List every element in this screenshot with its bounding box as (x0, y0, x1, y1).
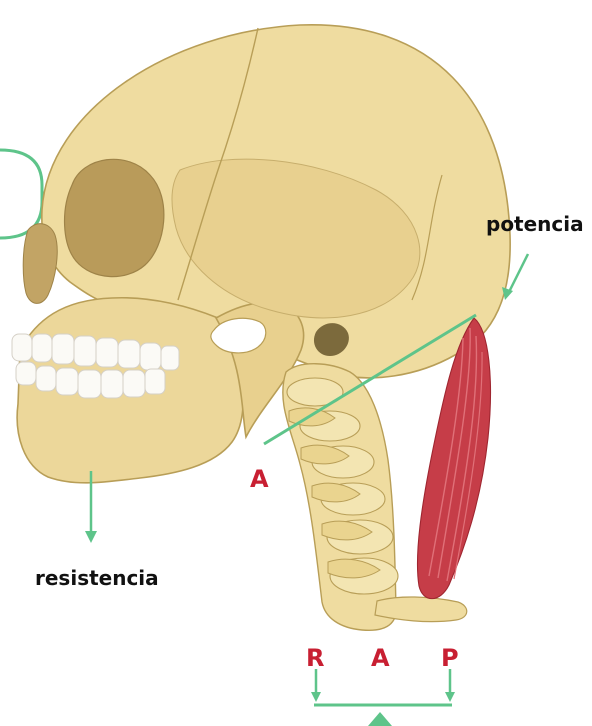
tooth (140, 343, 161, 370)
tooth (96, 338, 118, 367)
potencia-arrow-line (508, 254, 528, 294)
eye-socket (65, 159, 164, 276)
tooth (78, 370, 101, 398)
nasal-cavity (23, 224, 57, 304)
tooth (118, 340, 140, 368)
r-arrowhead-icon (311, 692, 321, 702)
tooth (52, 334, 74, 364)
tooth (145, 369, 165, 394)
tooth (101, 370, 123, 398)
tooth (74, 336, 96, 366)
tooth (36, 366, 56, 391)
tooth (123, 370, 145, 397)
resistencia-arrowhead-icon (85, 531, 97, 543)
tooth (16, 362, 36, 385)
lever-p-label: P (441, 644, 459, 672)
p-arrowhead-icon (445, 692, 455, 702)
lever-a-label: A (371, 644, 390, 672)
fulcrum-triangle-icon (368, 712, 392, 726)
resistencia-label: resistencia (35, 566, 159, 590)
tooth (56, 368, 78, 395)
skull-a-label: A (250, 465, 269, 493)
potencia-label: potencia (486, 212, 584, 236)
tooth (12, 334, 32, 361)
tooth (32, 334, 52, 362)
tooth (161, 346, 179, 370)
spinous-process (375, 597, 467, 622)
lever-r-label: R (306, 644, 324, 672)
skull (17, 25, 510, 483)
